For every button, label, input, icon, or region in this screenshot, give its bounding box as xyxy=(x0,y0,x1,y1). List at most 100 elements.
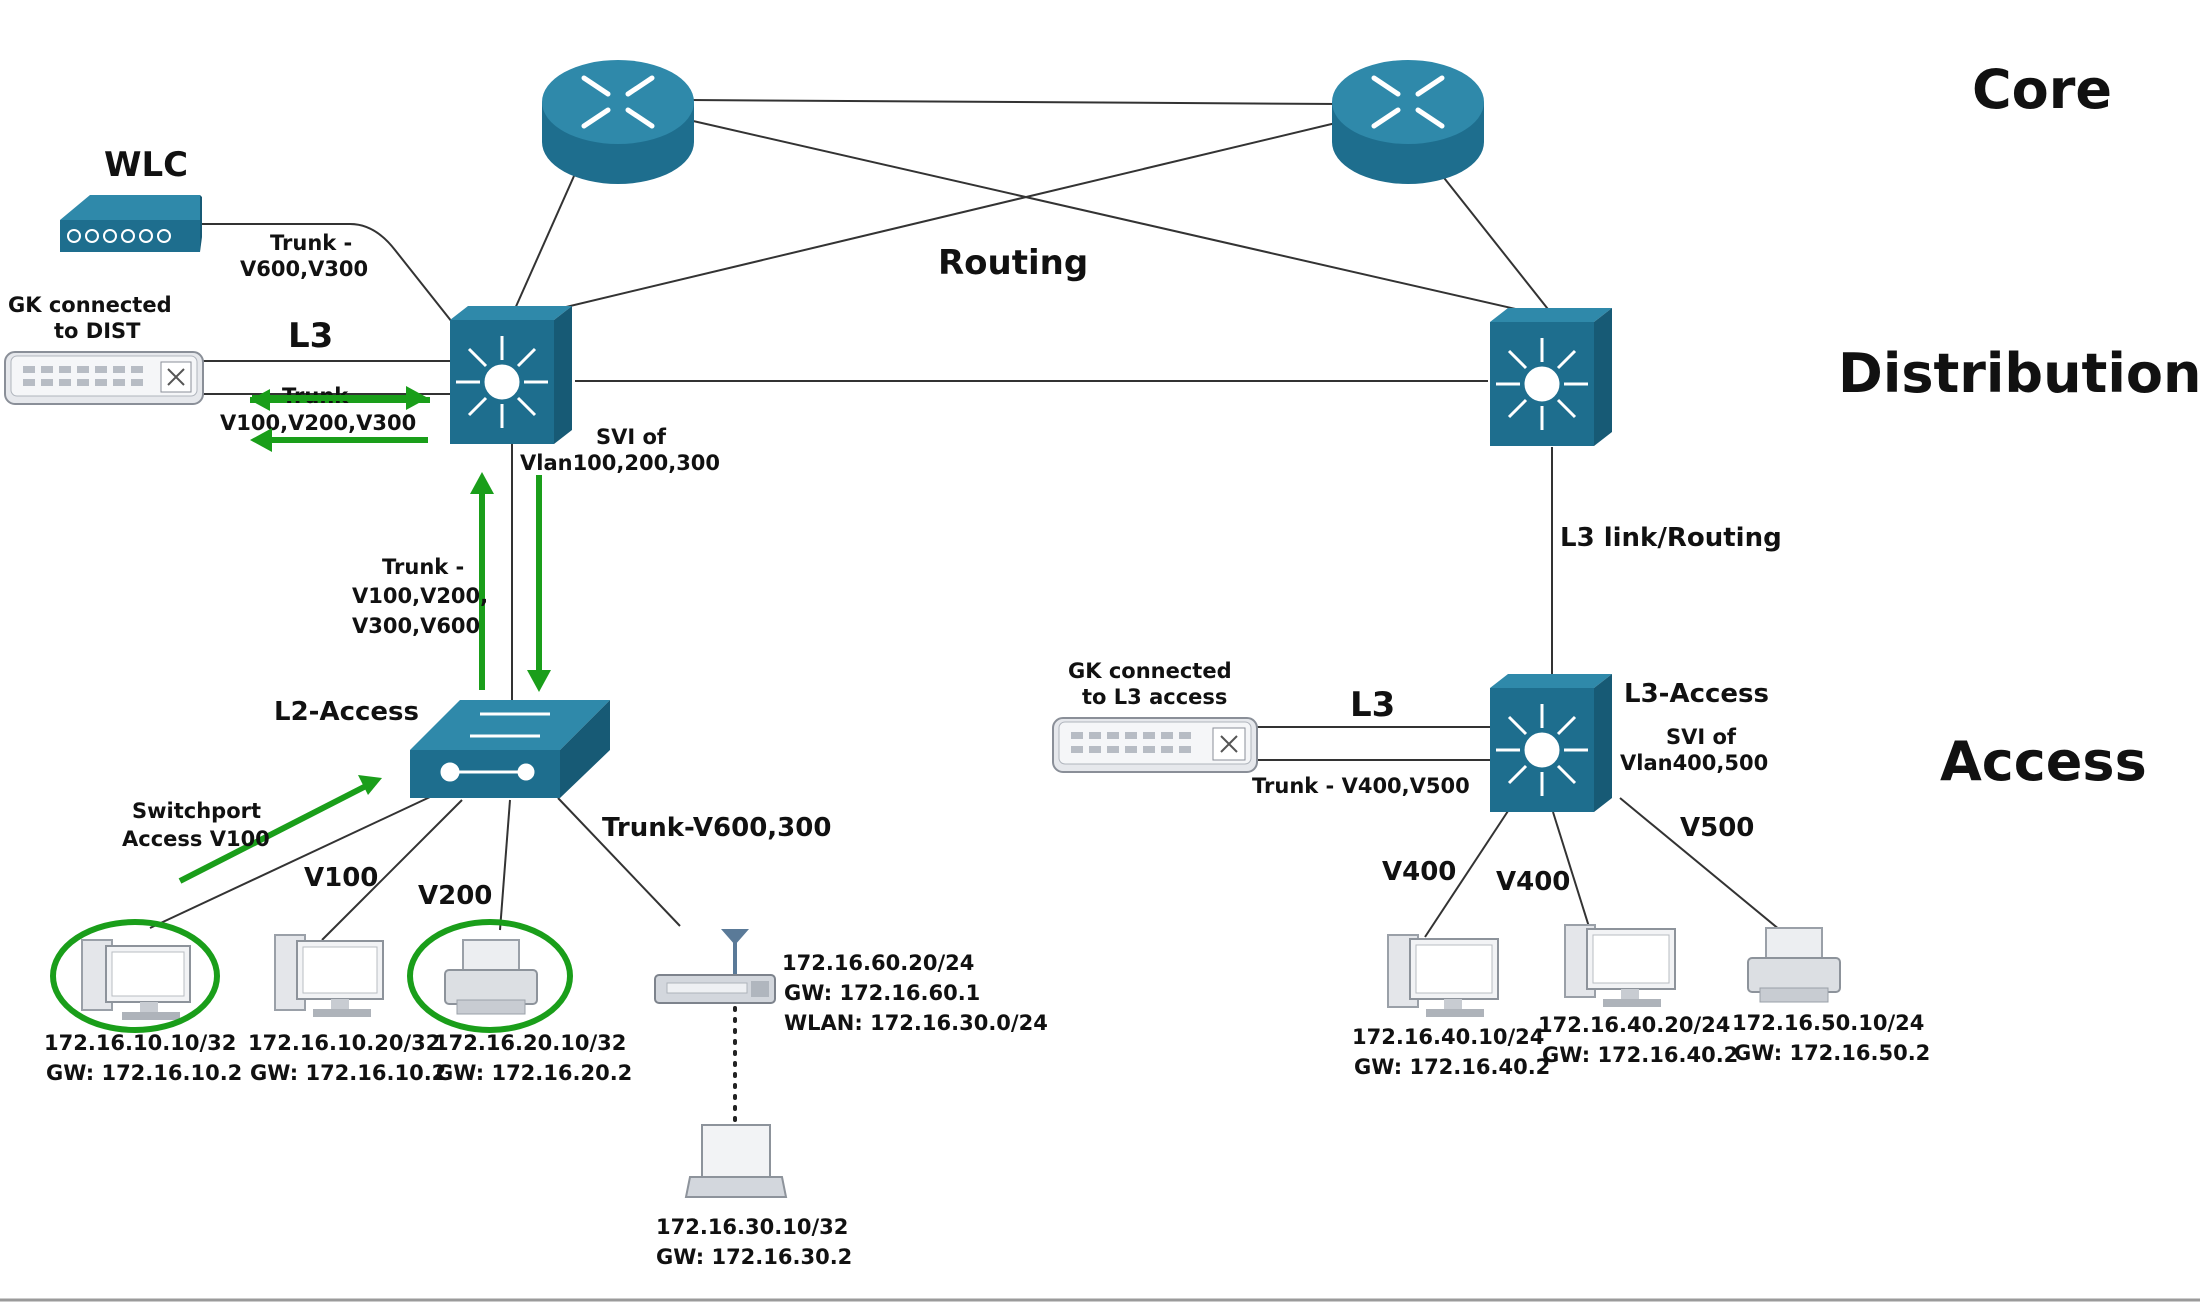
dist-switch-left[interactable] xyxy=(450,306,572,444)
trunk-l3-access-label: Trunk - V400,V500 xyxy=(1252,774,1470,798)
printer1[interactable] xyxy=(444,939,538,1015)
wlc-device[interactable] xyxy=(60,195,202,252)
v100-label: V100 xyxy=(304,863,378,893)
pc4-gw: GW: 172.16.40.2 xyxy=(1542,1043,1738,1067)
link-l3-pc3 xyxy=(1424,807,1511,938)
pc2[interactable] xyxy=(274,934,384,1017)
gk-trunk-label-2: V100,V200,V300 xyxy=(220,411,416,435)
pc4[interactable] xyxy=(1564,924,1676,1007)
pc3-ip: 172.16.40.10/24 xyxy=(1352,1025,1544,1049)
router-arrows-icon xyxy=(1371,75,1445,129)
svi-dist-label-2: Vlan100,200,300 xyxy=(520,451,720,475)
access-point[interactable] xyxy=(654,929,776,1004)
wlc-ports-icon xyxy=(67,229,171,243)
trunk-access-label-2: V100,V200, xyxy=(352,584,488,608)
gk-l3-label-1: GK connected xyxy=(1068,659,1232,683)
svi-l3-label-2: Vlan400,500 xyxy=(1620,751,1768,775)
link-l2-pc1 xyxy=(149,796,431,929)
pc1-ip: 172.16.10.10/32 xyxy=(44,1031,236,1055)
link-wlc-dist1 xyxy=(200,223,453,323)
wlc-trunk-label-1: Trunk - xyxy=(270,231,352,255)
multilayer-switch-icon xyxy=(456,336,548,428)
l3-left-label: L3 xyxy=(288,316,333,356)
ap-gw: GW: 172.16.60.1 xyxy=(784,981,980,1005)
l3-access-label: L3-Access xyxy=(1624,679,1769,709)
gk-trunk-label-1: Trunk - xyxy=(282,384,364,408)
laptop-gw: GW: 172.16.30.2 xyxy=(656,1245,852,1269)
tier-access-label: Access xyxy=(1940,730,2147,793)
v400-b-label: V400 xyxy=(1496,867,1570,897)
pc3-gw: GW: 172.16.40.2 xyxy=(1354,1055,1550,1079)
flow-arrowhead-2 xyxy=(470,472,494,494)
x-icon xyxy=(1220,735,1238,753)
routing-label: Routing xyxy=(938,243,1088,283)
printer2-ip: 172.16.50.10/24 xyxy=(1732,1011,1924,1035)
svi-dist-label-1: SVI of xyxy=(596,425,667,449)
antenna-icon xyxy=(721,929,749,945)
tier-distribution-label: Distribution xyxy=(1838,342,2200,405)
ap-wlan: WLAN: 172.16.30.0/24 xyxy=(784,1011,1048,1035)
multilayer-switch-icon xyxy=(1496,704,1588,796)
flow-arrowhead-1 xyxy=(358,775,382,795)
printer2[interactable] xyxy=(1747,927,1841,1003)
l3-link-label: L3 link/Routing xyxy=(1560,523,1782,553)
core-router-right[interactable] xyxy=(1332,60,1484,184)
link-l2-pc2 xyxy=(321,799,463,941)
highlight-printer1 xyxy=(407,919,573,1033)
link-l3-pc4 xyxy=(1552,811,1591,931)
multilayer-switch-icon xyxy=(1496,338,1588,430)
pc3[interactable] xyxy=(1387,934,1499,1017)
flow-arrow-1 xyxy=(178,783,368,884)
gk-l3-device[interactable] xyxy=(1052,717,1258,773)
link-core-core xyxy=(689,99,1341,105)
pc1-gw: GW: 172.16.10.2 xyxy=(46,1061,242,1085)
trunk-access-label-3: V300,V600 xyxy=(352,614,480,638)
pc2-ip: 172.16.10.20/32 xyxy=(248,1031,440,1055)
labels: Core Distribution Access WLC Routing Tru… xyxy=(8,58,2200,1269)
laptop-ip: 172.16.30.10/32 xyxy=(656,1215,848,1239)
tier-core-label: Core xyxy=(1972,58,2112,121)
flow-arrowhead-3 xyxy=(527,670,551,692)
trunk-ap-label: Trunk-V600,300 xyxy=(602,813,831,843)
port-row-icon xyxy=(23,366,143,386)
pc1[interactable] xyxy=(81,939,191,1020)
gk-l3-label-2: to L3 access xyxy=(1082,685,1227,709)
v400-a-label: V400 xyxy=(1382,857,1456,887)
link-core1-dist2 xyxy=(679,117,1556,319)
printer1-ip: 172.16.20.10/32 xyxy=(434,1031,626,1055)
printer1-gw: GW: 172.16.20.2 xyxy=(436,1061,632,1085)
gk-dist-label-2: to DIST xyxy=(54,319,141,343)
core-router-left[interactable] xyxy=(542,60,694,184)
dist-switch-right[interactable] xyxy=(1490,308,1612,446)
switch-arrows-icon xyxy=(440,712,550,782)
svi-l3-label-1: SVI of xyxy=(1666,725,1737,749)
v500-label: V500 xyxy=(1680,813,1754,843)
v200-label: V200 xyxy=(418,881,492,911)
router-arrows-icon xyxy=(581,75,655,129)
x-icon xyxy=(167,368,185,386)
link-l3-printer2 xyxy=(1619,797,1781,931)
gk-dist-label-1: GK connected xyxy=(8,293,172,317)
ap-ip: 172.16.60.20/24 xyxy=(782,951,974,975)
l3-access-switch[interactable] xyxy=(1490,674,1612,812)
link-l2-printer1 xyxy=(499,799,511,931)
switchport-label-2: Access V100 xyxy=(122,827,270,851)
l2-access-label: L2-Access xyxy=(274,697,419,727)
link-l2-ap xyxy=(557,797,681,927)
links xyxy=(149,99,1781,1127)
wlc-trunk-label-2: V600,V300 xyxy=(240,257,368,281)
pc4-ip: 172.16.40.20/24 xyxy=(1538,1013,1730,1037)
laptop[interactable] xyxy=(684,1124,788,1198)
l3-right-label: L3 xyxy=(1350,685,1395,725)
l2-access-switch[interactable] xyxy=(410,700,610,798)
trunk-access-label-1: Trunk - xyxy=(382,555,464,579)
gk-dist-device[interactable] xyxy=(4,351,204,405)
printer2-gw: GW: 172.16.50.2 xyxy=(1734,1041,1930,1065)
wlc-label: WLC xyxy=(104,145,188,185)
port-row-icon xyxy=(1071,732,1191,753)
switchport-label-1: Switchport xyxy=(132,799,261,823)
pc2-gw: GW: 172.16.10.2 xyxy=(250,1061,446,1085)
link-core2-dist1 xyxy=(519,121,1341,319)
flow-arrowhead-4 xyxy=(250,389,270,411)
